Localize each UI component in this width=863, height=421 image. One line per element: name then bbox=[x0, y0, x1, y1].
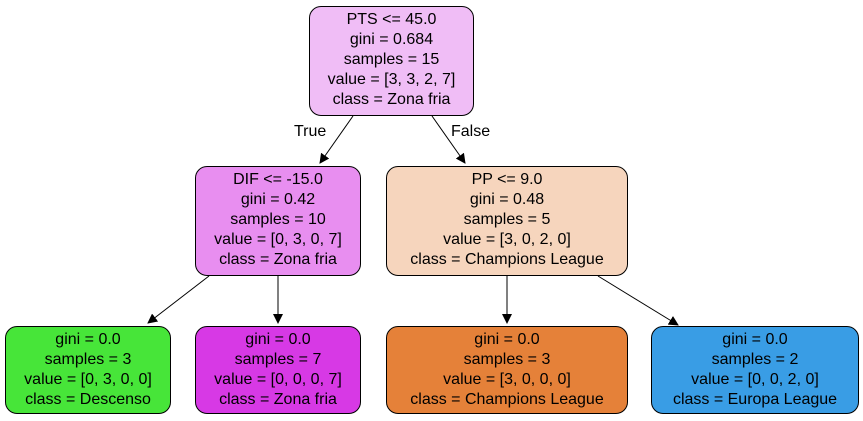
node-samples: samples = 5 bbox=[463, 211, 551, 228]
node-class: class = Champions League bbox=[410, 391, 604, 408]
node-gini: gini = 0.48 bbox=[469, 191, 545, 208]
tree-node-right: PP <= 9.0 gini = 0.48 samples = 5 value … bbox=[386, 166, 628, 276]
tree-node-left: DIF <= -15.0 gini = 0.42 samples = 10 va… bbox=[195, 166, 361, 276]
node-value: value = [3, 0, 0, 0] bbox=[443, 371, 571, 388]
node-gini: gini = 0.0 bbox=[722, 331, 788, 348]
node-split-condition: DIF <= -15.0 bbox=[233, 171, 323, 188]
node-class: class = Champions League bbox=[410, 251, 604, 268]
node-samples: samples = 3 bbox=[463, 351, 551, 368]
tree-leaf-lr: gini = 0.0 samples = 7 value = [0, 0, 0,… bbox=[195, 326, 361, 414]
tree-leaf-rr: gini = 0.0 samples = 2 value = [0, 0, 2,… bbox=[651, 326, 859, 414]
node-value: value = [0, 3, 0, 7] bbox=[214, 231, 342, 248]
node-samples: samples = 7 bbox=[234, 351, 322, 368]
node-gini: gini = 0.0 bbox=[245, 331, 311, 348]
node-class: class = Zona fria bbox=[219, 391, 337, 408]
node-split-condition: PP <= 9.0 bbox=[471, 171, 543, 188]
node-value: value = [0, 0, 0, 7] bbox=[214, 371, 342, 388]
node-value: value = [0, 3, 0, 0] bbox=[24, 371, 152, 388]
node-class: class = Europa League bbox=[672, 391, 838, 408]
node-samples: samples = 15 bbox=[343, 51, 440, 68]
node-gini: gini = 0.0 bbox=[55, 331, 121, 348]
tree-node-root: PTS <= 45.0 gini = 0.684 samples = 15 va… bbox=[309, 6, 474, 116]
edge-label-true: True bbox=[294, 123, 327, 140]
node-value: value = [3, 0, 2, 0] bbox=[443, 231, 571, 248]
node-value: value = [3, 3, 2, 7] bbox=[327, 71, 456, 88]
edge-root-right bbox=[431, 115, 466, 164]
node-class: class = Descenso bbox=[25, 391, 151, 408]
node-split-condition: PTS <= 45.0 bbox=[346, 11, 437, 28]
tree-leaf-ll: gini = 0.0 samples = 3 value = [0, 3, 0,… bbox=[5, 326, 171, 414]
node-class: class = Zona fria bbox=[219, 251, 337, 268]
tree-leaf-rl: gini = 0.0 samples = 3 value = [3, 0, 0,… bbox=[386, 326, 628, 414]
node-gini: gini = 0.0 bbox=[474, 331, 540, 348]
node-samples: samples = 10 bbox=[230, 211, 326, 228]
edge-root-left bbox=[319, 115, 354, 164]
edge-right-rr bbox=[597, 275, 679, 326]
edge-label-false: False bbox=[451, 123, 491, 140]
node-value: value = [0, 0, 2, 0] bbox=[691, 371, 819, 388]
node-gini: gini = 0.42 bbox=[240, 191, 316, 208]
node-class: class = Zona fria bbox=[332, 91, 451, 108]
node-samples: samples = 2 bbox=[711, 351, 799, 368]
node-samples: samples = 3 bbox=[44, 351, 132, 368]
edge-left-ll bbox=[147, 275, 210, 324]
node-gini: gini = 0.684 bbox=[349, 31, 434, 48]
